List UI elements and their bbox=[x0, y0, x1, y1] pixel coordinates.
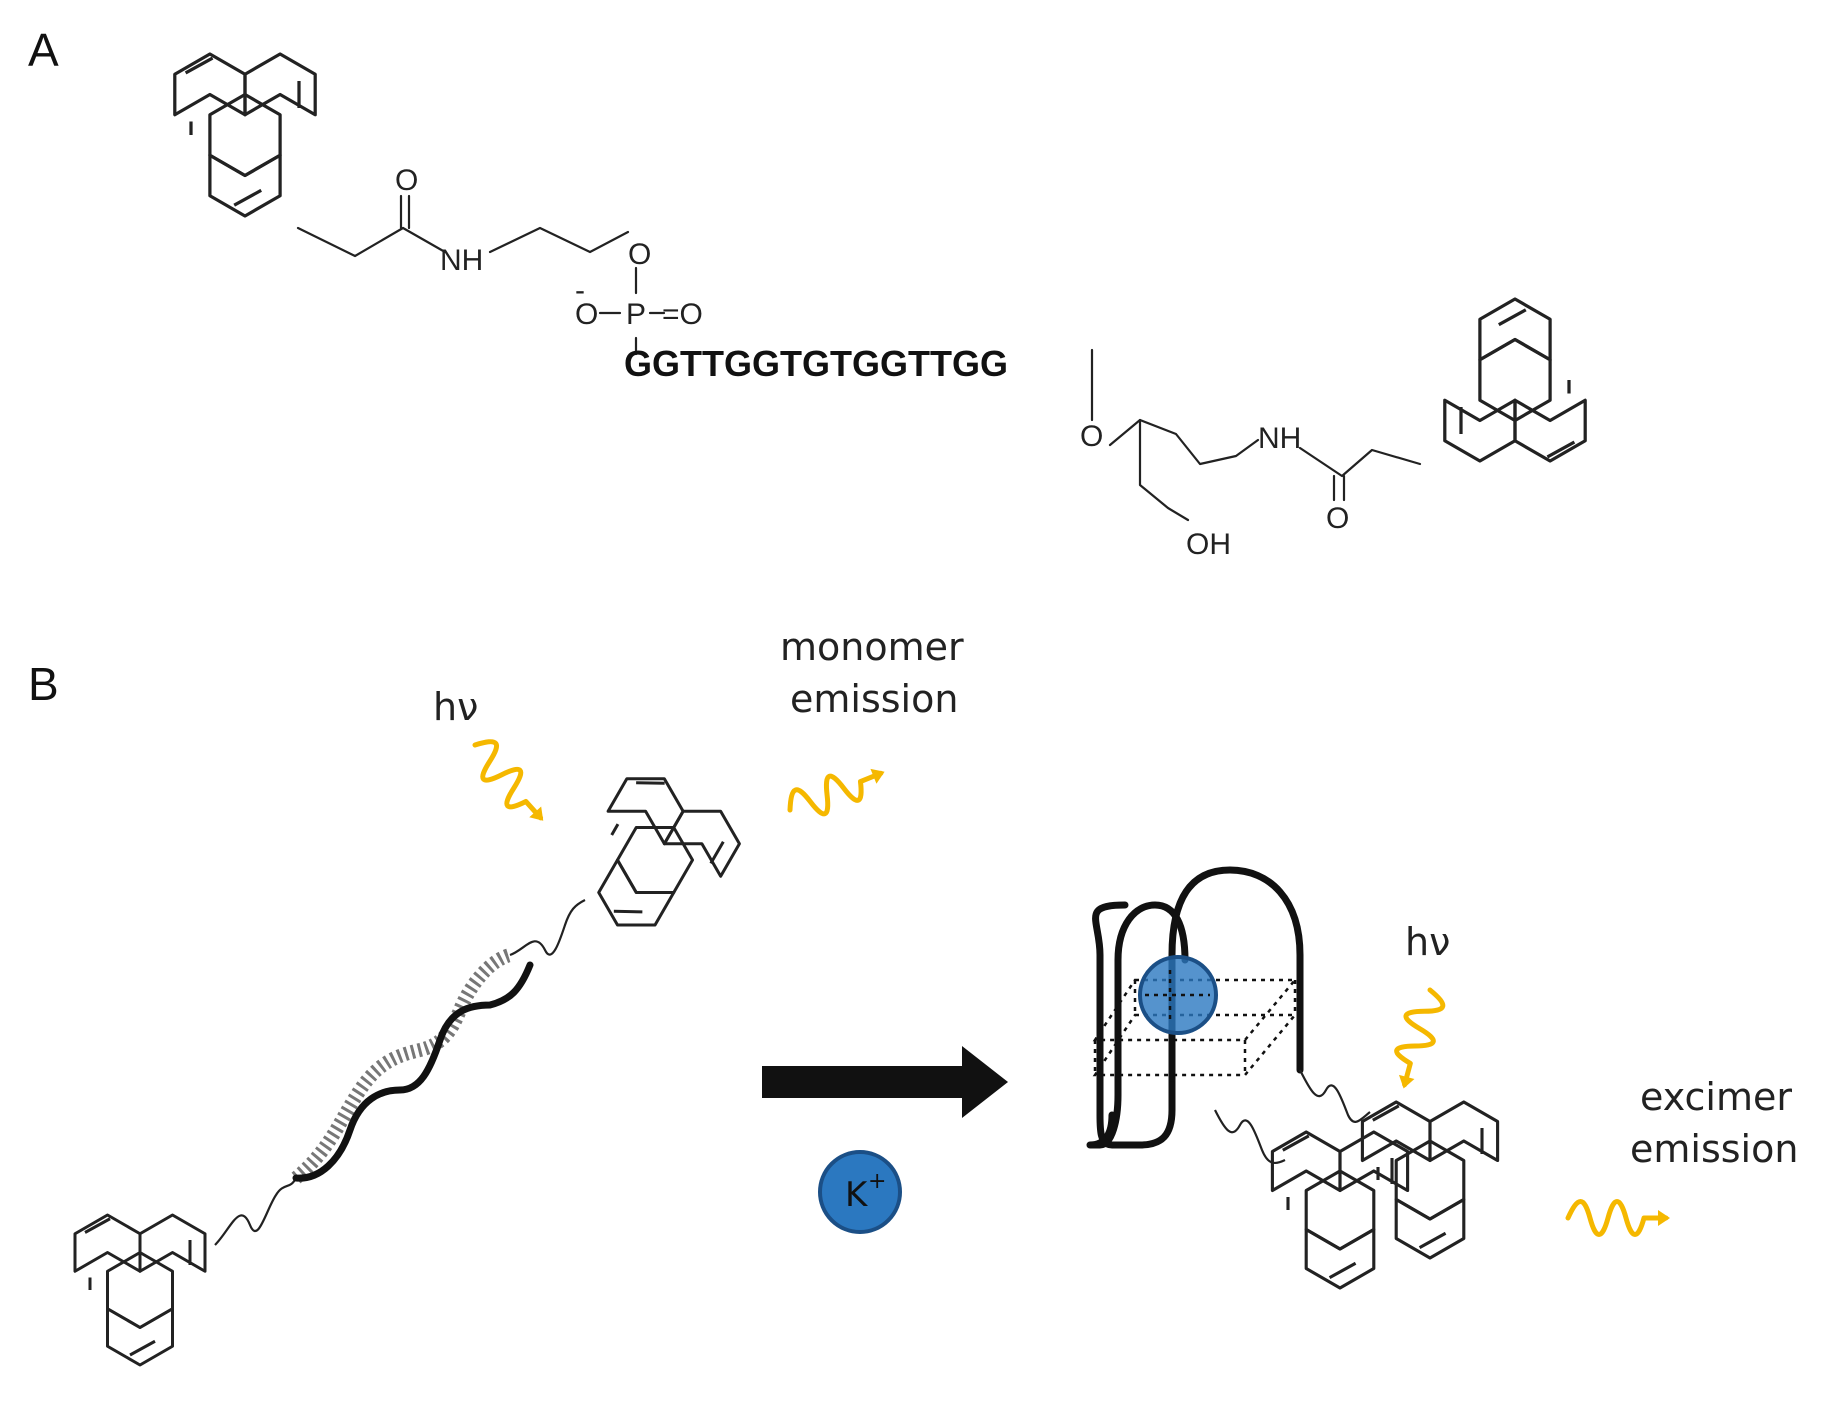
excimer-label-line2: emission bbox=[1630, 1127, 1798, 1171]
pyrene-icon bbox=[173, 52, 317, 218]
left-linker-lower bbox=[214, 1177, 297, 1246]
phosphate-p: P bbox=[626, 298, 646, 331]
photon-in-icon bbox=[1388, 986, 1446, 1093]
left-linker-upper bbox=[509, 899, 586, 957]
ether-oxygen-top: O bbox=[628, 238, 651, 271]
amide-nh-top: NH bbox=[440, 244, 483, 277]
g-quadruplex bbox=[1086, 866, 1304, 1149]
monomer-label-line1: monomer bbox=[780, 625, 964, 669]
hv-label-right: hν bbox=[1405, 920, 1450, 964]
pyrene-icon bbox=[559, 761, 751, 959]
aptamer-sequence: GGTTGGTGTGGTTGG bbox=[624, 343, 1008, 384]
pyrene-icon bbox=[1443, 297, 1587, 463]
phosphate-minus-sign: - bbox=[575, 274, 585, 307]
phosphate-o-minus: O bbox=[575, 298, 598, 331]
pyrene-icon bbox=[1270, 1130, 1410, 1290]
panel-b-label: B bbox=[28, 658, 59, 710]
right-linker-b bbox=[1299, 1069, 1371, 1123]
amide-nh-bottom: NH bbox=[1258, 422, 1301, 455]
hv-label-left: hν bbox=[433, 685, 478, 729]
amide-oxygen-bottom: O bbox=[1326, 502, 1349, 535]
reaction-arrow-icon bbox=[762, 1046, 1008, 1118]
panel-a-label: A bbox=[28, 24, 59, 76]
hydroxyl: OH bbox=[1186, 528, 1231, 561]
duplex-helix bbox=[291, 948, 534, 1184]
excimer-label-line1: excimer bbox=[1640, 1075, 1792, 1119]
monomer-label-line2: emission bbox=[790, 677, 958, 721]
phosphate-double-o: =O bbox=[662, 298, 703, 331]
pyrene-icon bbox=[1360, 1100, 1500, 1260]
ion-plus-label: + bbox=[868, 1169, 886, 1194]
right-linker-a bbox=[1214, 1109, 1286, 1165]
potassium-ion-icon: K + bbox=[818, 1150, 902, 1234]
amide-oxygen-top: O bbox=[395, 164, 418, 197]
photon-in-icon bbox=[463, 734, 556, 832]
ion-k-label: K bbox=[845, 1175, 869, 1215]
top-linker-bonds bbox=[296, 194, 666, 356]
photon-out-icon bbox=[784, 756, 891, 825]
bottom-linker-bonds bbox=[1090, 348, 1422, 522]
ether-oxygen-bottom: O bbox=[1080, 420, 1103, 453]
pyrene-icon bbox=[73, 1213, 207, 1367]
photon-out-icon bbox=[1568, 1202, 1670, 1235]
